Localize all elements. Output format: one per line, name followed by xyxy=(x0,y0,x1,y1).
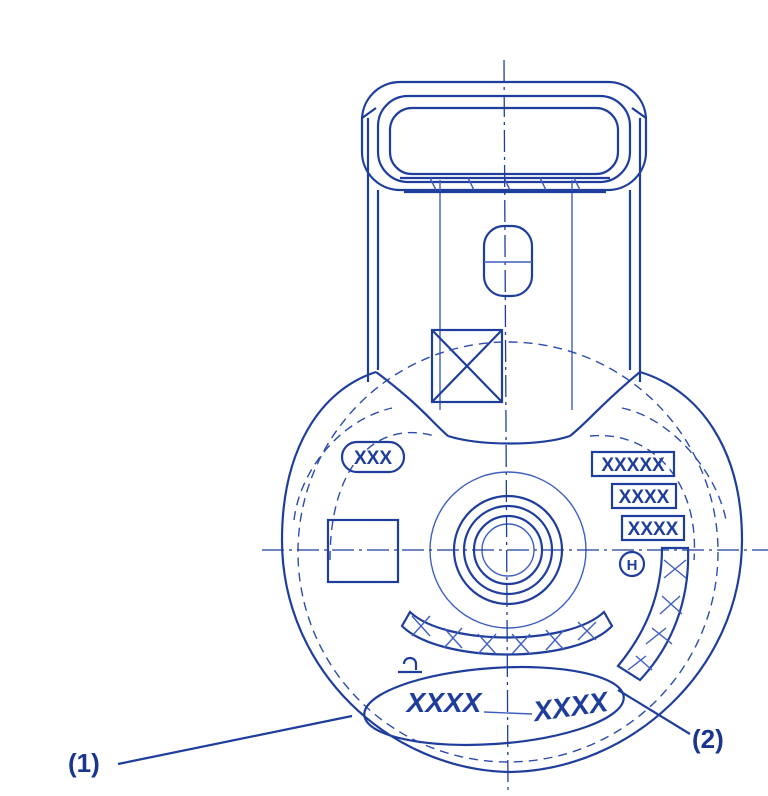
callout-2: (2) xyxy=(617,689,724,754)
callout-1: (1) xyxy=(68,714,353,778)
marking-box xyxy=(326,518,400,584)
bottom-markings: XXXX XXXX xyxy=(363,656,625,747)
code-row-2: XXXX xyxy=(619,487,670,508)
centerlines xyxy=(262,59,768,791)
sensor-body xyxy=(280,341,744,774)
code-row-1: XXXXX xyxy=(601,455,665,476)
crossed-box xyxy=(430,328,504,404)
marking-left: XXXX xyxy=(405,687,484,718)
oval-marking-text: XXX xyxy=(354,448,392,469)
marking-ellipse xyxy=(363,665,625,747)
hatched-band-lower xyxy=(400,610,614,656)
callout-2-label: (2) xyxy=(692,724,724,754)
hatched-band-right xyxy=(616,546,690,682)
code-row-3: XXXX xyxy=(628,519,679,540)
oval-marking: XXX xyxy=(340,440,406,474)
code-rows: XXXXX XXXX XXXX xyxy=(590,450,686,542)
circle-h-symbol: H xyxy=(627,557,638,574)
callout-1-label: (1) xyxy=(68,748,100,778)
circle-h-icon: H xyxy=(618,550,646,578)
latch-window xyxy=(482,224,534,298)
